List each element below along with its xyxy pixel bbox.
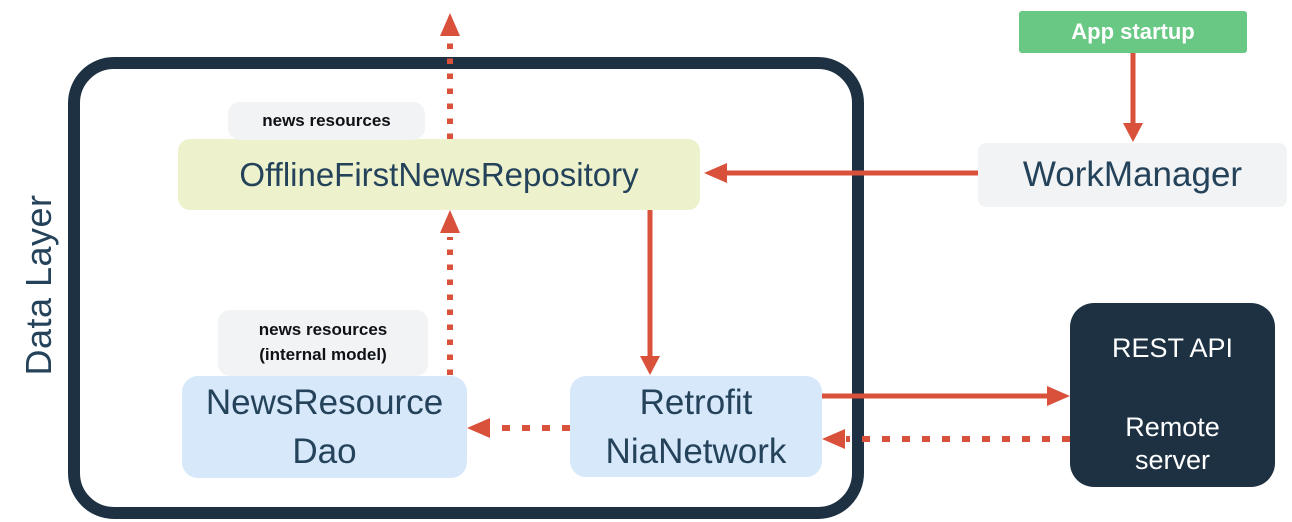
remote-server-label: Remote server [1125, 411, 1220, 477]
data-layer-label: Data Layer [18, 194, 59, 376]
internal-model-tag-line1: news resources [258, 320, 388, 340]
internal-model-tag-line2: (internal model) [259, 345, 387, 364]
app-startup-box: App startup [1019, 11, 1247, 53]
repository-label: OfflineFirstNewsRepository [239, 155, 639, 193]
workmanager-box: WorkManager [978, 143, 1287, 207]
dao-label-line1: NewsResource [205, 383, 444, 422]
remote-server-line2: server [1134, 444, 1210, 475]
news-resources-tag: news resources [228, 102, 425, 140]
network-label-line2: NiaNetwork [605, 431, 787, 471]
repository-box: OfflineFirstNewsRepository [178, 139, 700, 210]
rest-api-label: REST API [1111, 333, 1234, 363]
internal-model-tag: news resources (internal model) [218, 310, 428, 376]
network-box: Retrofit NiaNetwork [570, 376, 822, 477]
dao-box: NewsResource Dao [182, 376, 467, 478]
remote-server-box: REST API Remote server [1070, 303, 1275, 487]
news-resources-tag-text: news resources [262, 110, 391, 130]
remote-server-line1: Remote [1125, 411, 1220, 442]
workmanager-label: WorkManager [1022, 155, 1243, 194]
dao-label-line2: Dao [292, 432, 357, 471]
network-label-line1: Retrofit [639, 382, 753, 422]
arrow-appstartup-to-workmanager-icon [1123, 53, 1143, 142]
app-startup-label: App startup [1071, 19, 1195, 44]
